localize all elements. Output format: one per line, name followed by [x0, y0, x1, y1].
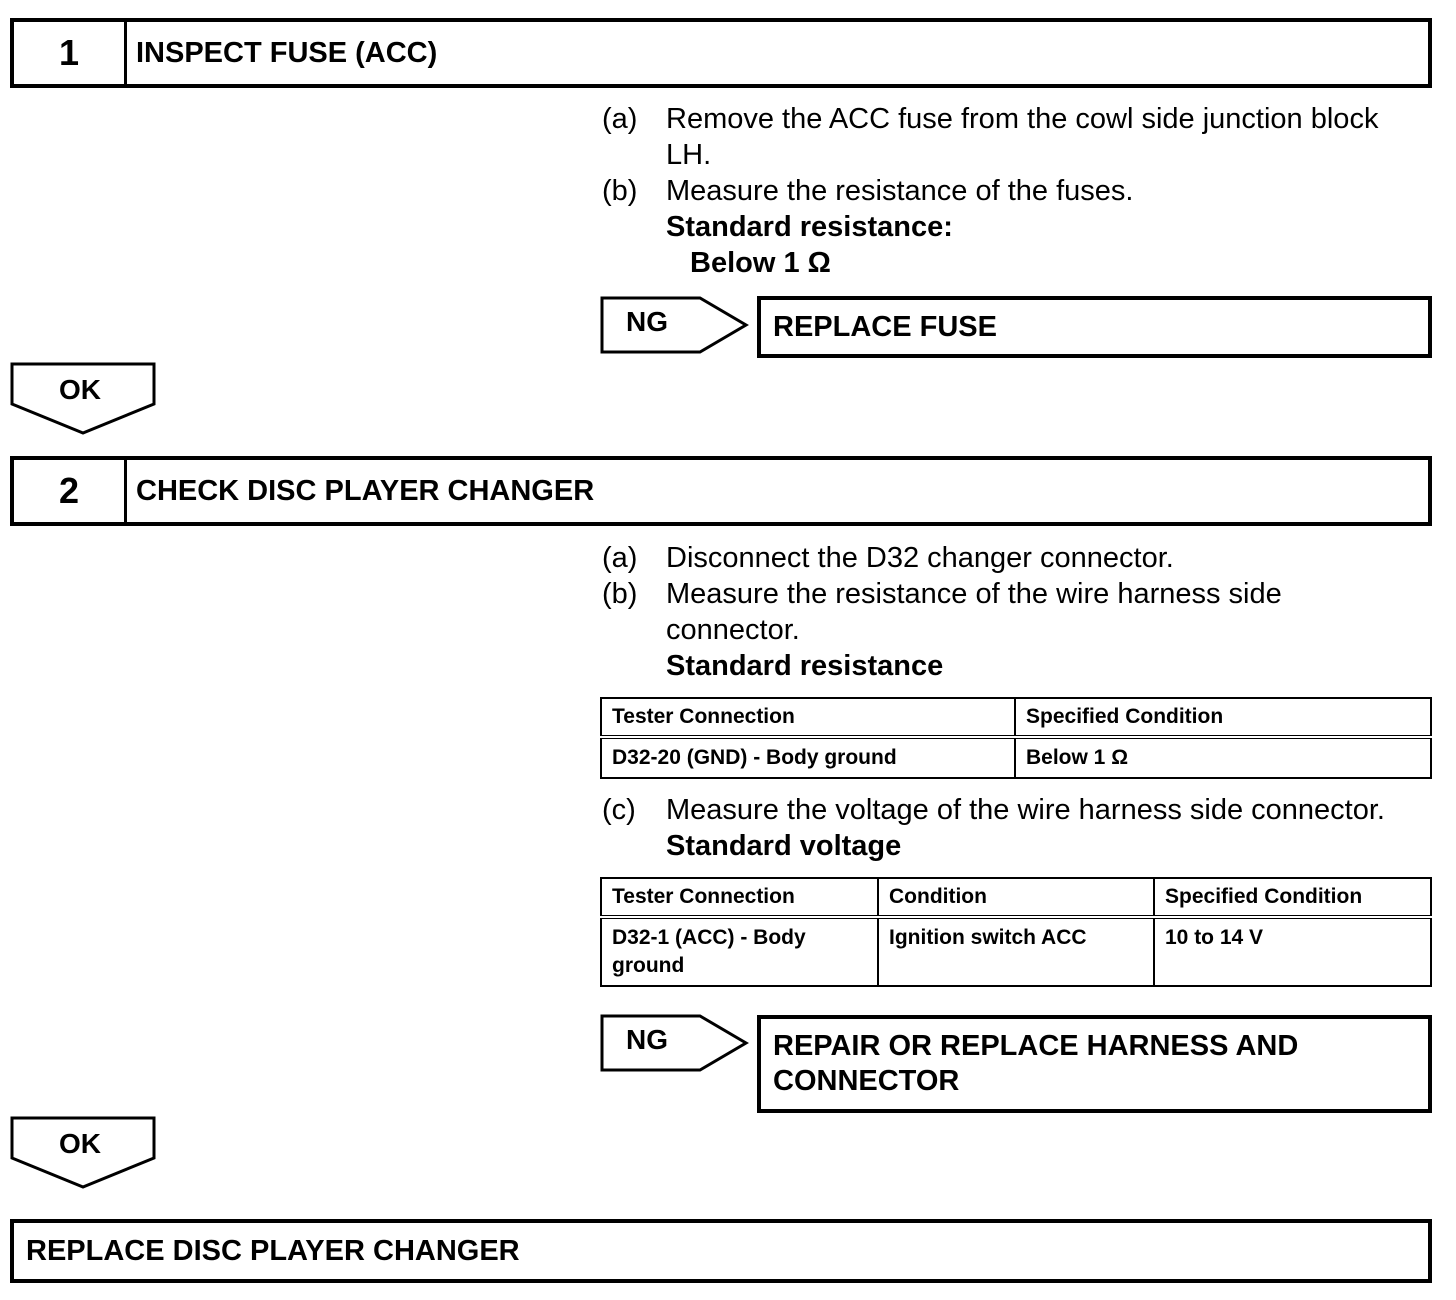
step-2-ok-arrow: OK	[10, 1116, 158, 1190]
instruction-text: Measure the resistance of the fuses.	[666, 175, 1134, 207]
instruction-label: (a)	[602, 103, 638, 135]
step-1-instruction-b: (b) Measure the resistance of the fuses.	[602, 173, 1432, 209]
ng-arrow-shape	[600, 296, 749, 354]
step-2-instruction-a: (a) Disconnect the D32 changer connector…	[602, 540, 1432, 576]
step-1-ng-action: REPLACE FUSE	[757, 296, 1432, 358]
step-2-resistance-label: Standard resistance	[666, 650, 944, 682]
ok-label: OK	[59, 374, 101, 405]
ng-label: NG	[626, 1024, 668, 1055]
ok-arrow-shape	[10, 362, 156, 435]
table-header-cell: Specified Condition	[1014, 697, 1432, 739]
table-cell: D32-1 (ACC) - Body ground	[600, 916, 879, 987]
instruction-label: (c)	[602, 794, 636, 826]
voltage-table: Tester Connection Condition Specified Co…	[600, 877, 1432, 987]
table-cell: Ignition switch ACC	[877, 916, 1155, 987]
table-cell: Below 1 Ω	[1014, 736, 1432, 779]
instruction-text: Measure the resistance of the wire harne…	[666, 578, 1282, 610]
step-1-title: INSPECT FUSE (ACC)	[136, 36, 438, 69]
table-row: D32-20 (GND) - Body ground Below 1 Ω	[600, 736, 1432, 779]
instruction-text: Measure the voltage of the wire harness …	[666, 794, 1385, 826]
step-2-instruction-c: (c) Measure the voltage of the wire harn…	[602, 792, 1432, 828]
table-cell: D32-20 (GND) - Body ground	[600, 736, 1016, 779]
ng-arrow-shape	[600, 1014, 749, 1072]
table-header-cell: Tester Connection	[600, 697, 1016, 739]
table-header-row: Tester Connection Specified Condition	[600, 697, 1432, 739]
instruction-text-cont: LH.	[666, 139, 712, 171]
step-1-standard-value: Below 1 Ω	[690, 247, 831, 279]
table-cell: 10 to 14 V	[1153, 916, 1432, 987]
step-1-ok-arrow: OK	[10, 362, 158, 436]
step-1-instruction-a: (a) Remove the ACC fuse from the cowl si…	[602, 101, 1432, 173]
instruction-label: (b)	[602, 578, 638, 610]
step-1-number: 1	[14, 22, 127, 84]
step-2-ng-action: REPAIR OR REPLACE HARNESS AND CONNECTOR	[757, 1015, 1432, 1113]
final-action-box: REPLACE DISC PLAYER CHANGER	[10, 1219, 1432, 1283]
step-1-header: 1 INSPECT FUSE (ACC)	[10, 18, 1432, 88]
instruction-text: Disconnect the D32 changer connector.	[666, 542, 1174, 574]
table-header-cell: Tester Connection	[600, 877, 879, 919]
ok-arrow-shape	[10, 1116, 156, 1189]
step-1-ng-arrow: NG	[600, 296, 750, 354]
step-2-title: CHECK DISC PLAYER CHANGER	[136, 474, 595, 507]
instruction-label: (b)	[602, 175, 638, 207]
instruction-label: (a)	[602, 542, 638, 574]
step-2-voltage-label: Standard voltage	[666, 830, 902, 862]
table-header-row: Tester Connection Condition Specified Co…	[600, 877, 1432, 919]
step-1-standard-label: Standard resistance:	[666, 211, 953, 243]
instruction-text-cont: connector.	[666, 614, 800, 646]
instruction-text: Remove the ACC fuse from the cowl side j…	[666, 103, 1379, 135]
table-header-cell: Specified Condition	[1153, 877, 1432, 919]
step-2-ng-arrow: NG	[600, 1014, 750, 1072]
step-2-header: 2 CHECK DISC PLAYER CHANGER	[10, 456, 1432, 526]
ok-label: OK	[59, 1128, 101, 1159]
step-2-instruction-b: (b) Measure the resistance of the wire h…	[602, 576, 1432, 648]
step-2-number: 2	[14, 460, 127, 522]
ng-label: NG	[626, 306, 668, 337]
resistance-table: Tester Connection Specified Condition D3…	[600, 697, 1432, 779]
table-header-cell: Condition	[877, 877, 1155, 919]
table-row: D32-1 (ACC) - Body ground Ignition switc…	[600, 916, 1432, 987]
